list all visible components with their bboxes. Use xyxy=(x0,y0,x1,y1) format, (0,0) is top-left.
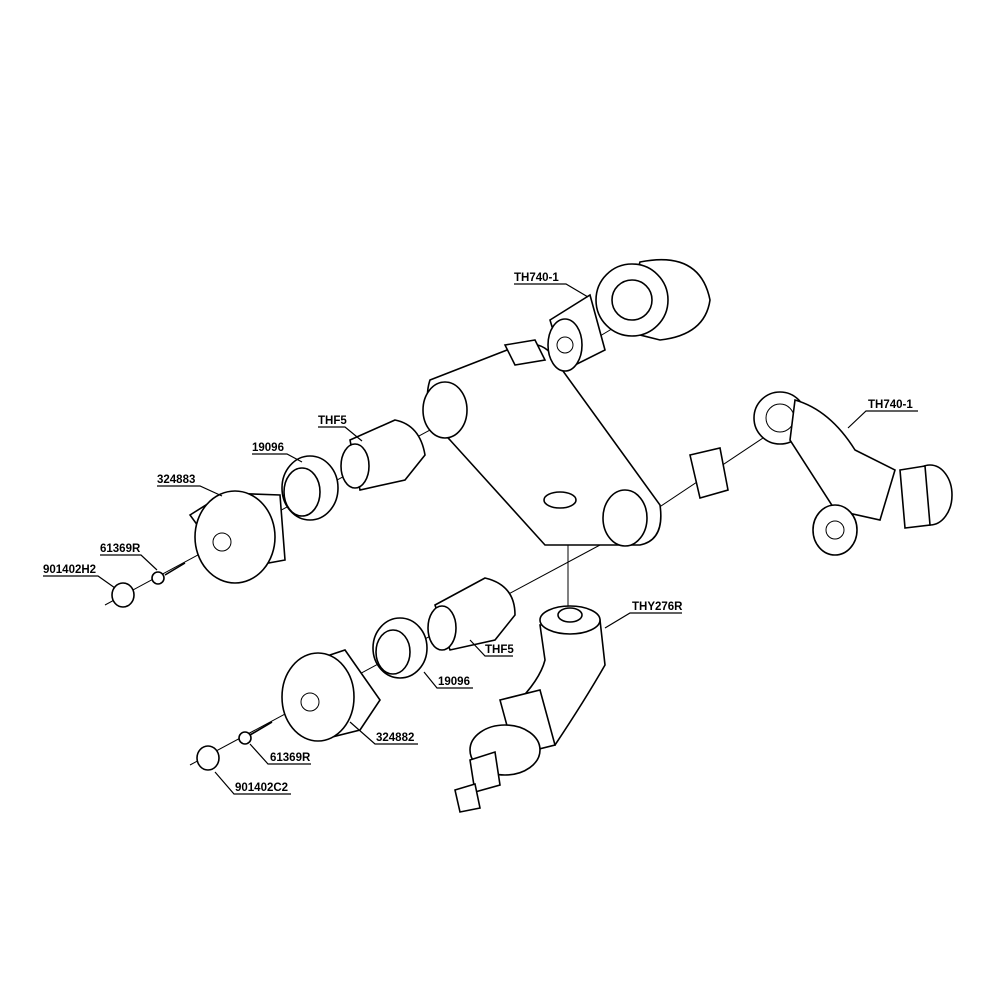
label-text: THY276R xyxy=(632,601,683,613)
label-text: 61369R xyxy=(100,543,141,555)
label-text: 19096 xyxy=(438,676,470,688)
elbow-thy276r xyxy=(454,605,606,813)
upper-handle-324883 xyxy=(188,490,286,584)
label-th740-top: TH740-1 xyxy=(514,272,589,298)
label-324882: 324882 xyxy=(349,721,418,745)
label-text: 61369R xyxy=(270,752,311,764)
label-text: TH740-1 xyxy=(514,272,559,284)
lower-cap-901402C2 xyxy=(196,745,220,771)
label-thf5-lower: THF5 xyxy=(469,639,514,657)
label-text: 324882 xyxy=(376,732,414,744)
label-text: 901402H2 xyxy=(43,564,96,576)
label-61369r-upper: 61369R xyxy=(100,543,158,571)
label-901402h2: 901402H2 xyxy=(43,564,116,589)
label-text: 901402C2 xyxy=(235,782,288,794)
label-th740-right: TH740-1 xyxy=(847,399,918,429)
lower-handle-324882 xyxy=(281,649,381,742)
upper-nut-19096 xyxy=(281,455,339,521)
label-text: THF5 xyxy=(318,415,347,427)
label-text: THF5 xyxy=(485,644,514,656)
upper-cartridge-thf5 xyxy=(340,419,426,491)
connector-th740-top xyxy=(547,258,711,372)
connector-th740-right xyxy=(753,391,953,556)
label-19096-upper: 19096 xyxy=(252,442,303,463)
part-labels: TH740-1 TH740-1 THF5 19096 324883 61369R… xyxy=(43,272,918,795)
label-text: TH740-1 xyxy=(868,399,913,411)
upper-cap-901402H2 xyxy=(111,582,135,608)
label-324883: 324883 xyxy=(157,474,223,497)
label-text: 19096 xyxy=(252,442,284,454)
label-thy276r: THY276R xyxy=(604,601,683,629)
lower-nut-19096 xyxy=(372,617,428,679)
mixer-body xyxy=(422,339,729,547)
lower-screw-61369R xyxy=(238,721,273,745)
lower-cartridge-thf5 xyxy=(427,577,516,651)
label-61369r-lower: 61369R xyxy=(249,743,311,765)
label-19096-lower: 19096 xyxy=(423,671,473,689)
label-thf5-upper: THF5 xyxy=(318,415,363,442)
upper-screw-61369R xyxy=(151,562,186,585)
label-text: 324883 xyxy=(157,474,195,486)
label-901402c2: 901402C2 xyxy=(214,771,291,795)
